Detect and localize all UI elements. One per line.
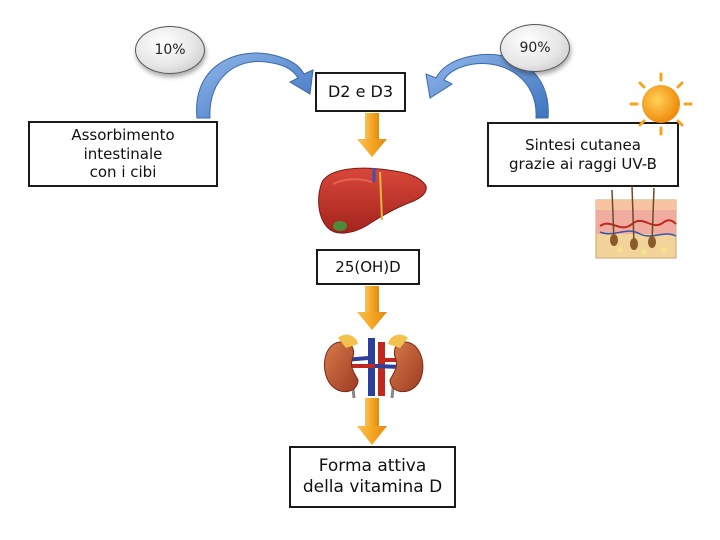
vitamins-d2-d3-label: D2 e D3 [327, 82, 393, 101]
percent-intestinal-label: 10% [154, 42, 186, 58]
kidneys-icon [323, 334, 424, 399]
left-curved-arrow [196, 52, 314, 119]
sun-icon [629, 72, 693, 136]
intestinal-absorption-label: Assorbimento intestinale con i cibi [71, 125, 175, 182]
down-arrow-1 [357, 113, 387, 157]
down-arrow-2 [357, 286, 387, 330]
liver-icon [318, 167, 427, 234]
skin-synthesis-box: Sintesi cutanea grazie ai raggi UV-B [487, 122, 679, 187]
calcidiol-label: 25(OH)D [335, 257, 401, 276]
percent-skin-label: 90% [519, 40, 551, 56]
active-form-box: Forma attiva della vitamina D [289, 446, 456, 508]
skin-synthesis-label: Sintesi cutanea grazie ai raggi UV-B [509, 135, 657, 173]
skin-cross-section-icon [595, 185, 677, 259]
intestinal-absorption-box: Assorbimento intestinale con i cibi [28, 121, 218, 187]
percent-intestinal-badge: 10% [135, 26, 205, 74]
percent-skin-badge: 90% [500, 24, 570, 72]
active-form-label: Forma attiva della vitamina D [302, 455, 443, 497]
vitamins-d2-d3-box: D2 e D3 [315, 72, 406, 112]
calcidiol-box: 25(OH)D [316, 249, 420, 285]
down-arrow-3 [357, 398, 387, 445]
